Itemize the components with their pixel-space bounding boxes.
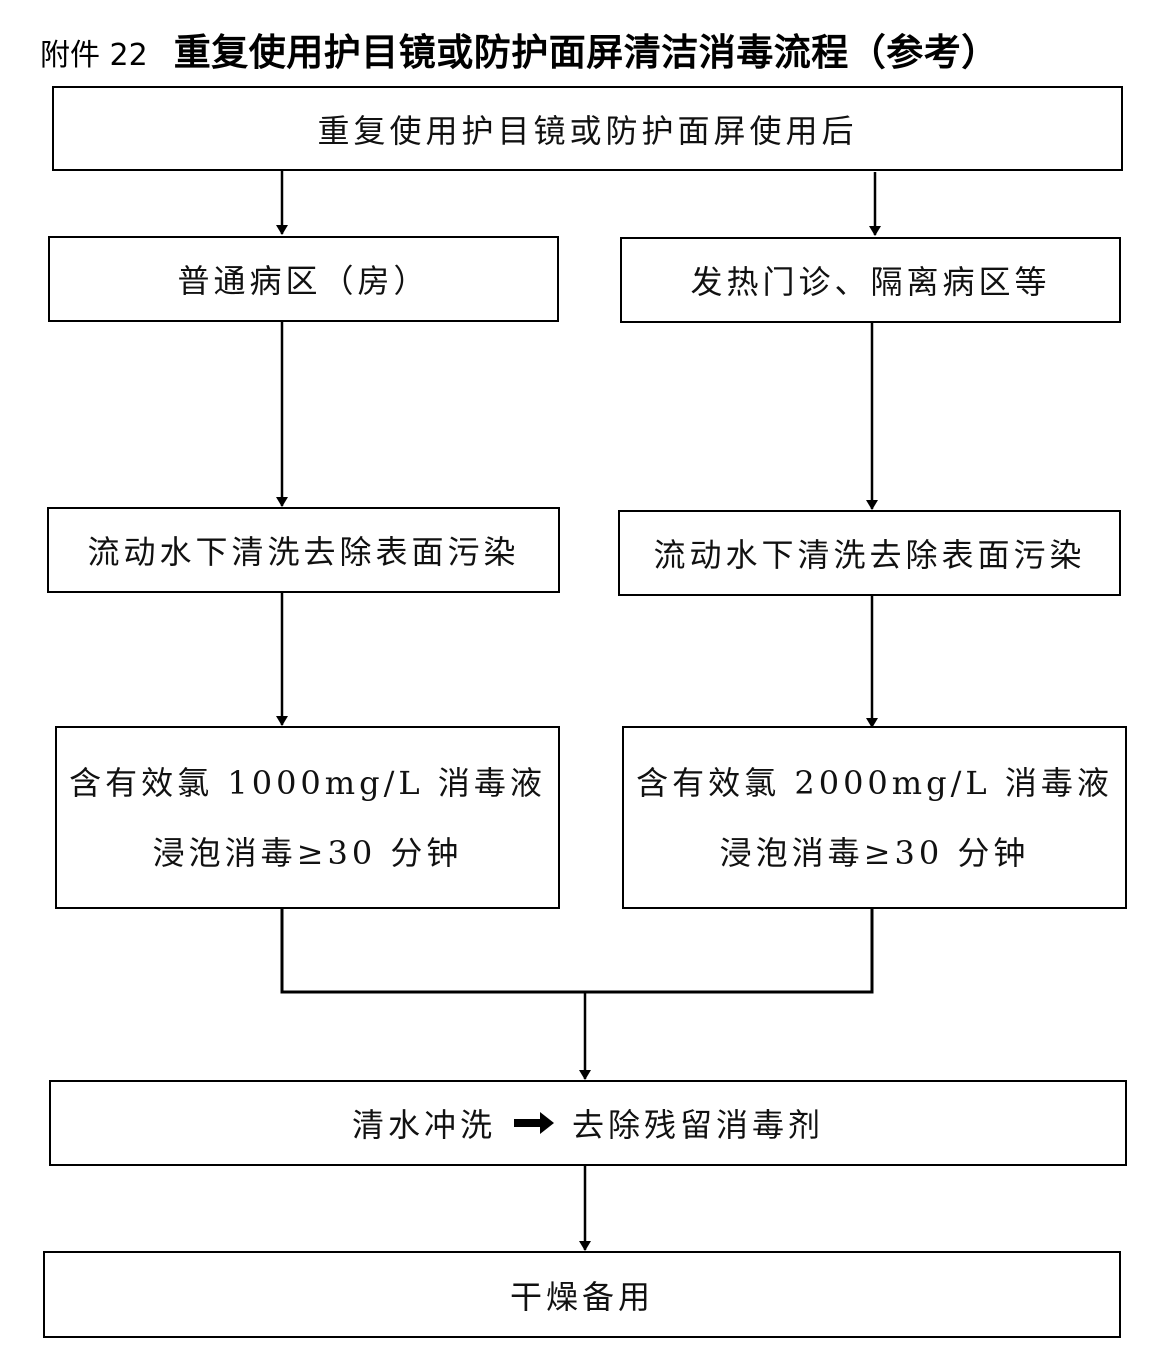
left-soak-line-1: 含有效氯 1000mg/L 消毒液 (69, 763, 546, 802)
title-row: 附件 22 重复使用护目镜或防护面屏清洁消毒流程（参考） (40, 22, 999, 74)
right-wash-box: 流动水下清洗去除表面污染 (618, 510, 1121, 596)
rinse-box: 清水冲洗 去除残留消毒剂 (49, 1080, 1127, 1166)
left-soak-box: 含有效氯 1000mg/L 消毒液 浸泡消毒≥30 分钟 (55, 726, 560, 909)
start-text: 重复使用护目镜或防护面屏使用后 (317, 111, 858, 150)
merge-connector (280, 908, 874, 994)
rinse-text-a: 清水冲洗 (351, 1106, 496, 1144)
rinse-text-b: 去除残留消毒剂 (572, 1106, 825, 1144)
right-wash-text: 流动水下清洗去除表面污染 (653, 536, 1086, 574)
page-title: 重复使用护目镜或防护面屏清洁消毒流程（参考） (173, 30, 999, 74)
left-wash-box: 流动水下清洗去除表面污染 (47, 507, 560, 593)
left-wash-text: 流动水下清洗去除表面污染 (87, 533, 520, 571)
left-area-box: 普通病区（房） (48, 236, 559, 322)
final-box: 干燥备用 (43, 1251, 1121, 1338)
right-soak-line-1: 含有效氯 2000mg/L 消毒液 (636, 763, 1113, 802)
right-soak-line-2: 浸泡消毒≥30 分钟 (719, 833, 1030, 872)
final-text: 干燥备用 (509, 1277, 654, 1316)
left-soak-line-2: 浸泡消毒≥30 分钟 (152, 833, 463, 872)
annex-label: 附件 22 (40, 38, 148, 73)
right-soak-box: 含有效氯 2000mg/L 消毒液 浸泡消毒≥30 分钟 (622, 726, 1127, 909)
left-area-text: 普通病区（房） (177, 262, 430, 300)
right-area-box: 发热门诊、隔离病区等 (620, 237, 1121, 323)
right-area-text: 发热门诊、隔离病区等 (690, 263, 1051, 301)
right-arrow-icon (514, 1112, 554, 1134)
start-box: 重复使用护目镜或防护面屏使用后 (52, 86, 1123, 171)
